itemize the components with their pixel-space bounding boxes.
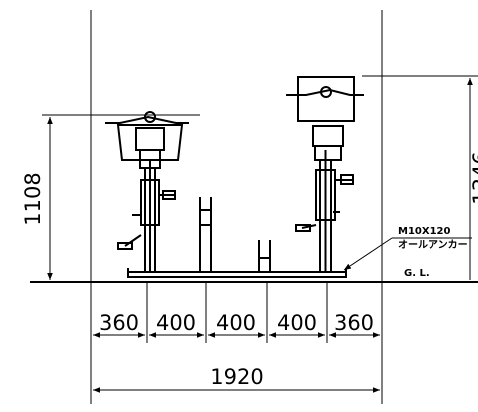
anchor-leader <box>343 237 472 271</box>
width-label-5: 360 <box>334 311 374 335</box>
bicycle-right <box>286 76 364 272</box>
width-label-2: 400 <box>156 311 196 335</box>
height-label-right: 1346 <box>469 151 478 204</box>
anchor-size-label: M10X120 <box>398 226 450 237</box>
extension-lines <box>42 10 478 404</box>
width-label-3: 400 <box>216 311 256 335</box>
total-width-label: 1920 <box>210 365 263 389</box>
rack-stand-center <box>199 197 271 272</box>
height-dimension-lines <box>47 78 473 280</box>
ground-level-label: G. L. <box>404 268 430 279</box>
anchor-type-label: オールアンカー <box>398 239 468 251</box>
height-label-left: 1108 <box>21 172 45 225</box>
bicycle-left <box>105 111 189 272</box>
rack-base <box>127 268 347 278</box>
width-label-1: 360 <box>99 311 139 335</box>
width-label-4: 400 <box>277 311 317 335</box>
